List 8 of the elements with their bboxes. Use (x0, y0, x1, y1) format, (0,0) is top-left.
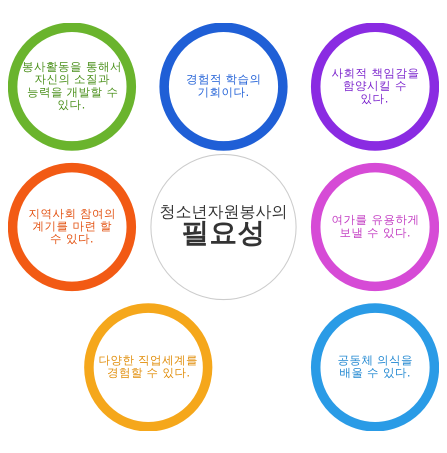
node-circle: 경험적 학습의 기회이다. (159, 22, 288, 150)
node-circle: 봉사활동을 통해서 자신의 소질과 능력을 개발할 수 있다. (8, 22, 136, 150)
node-circle: 청소년자원봉사의 필요성 (150, 153, 297, 300)
node-circle: 공동체 의식을 배울 수 있다. (310, 302, 439, 430)
node-circle: 여가를 유용하게 보낼 수 있다. (310, 162, 439, 291)
node-circle: 사회적 책임감을 함양시킬 수 있다. (310, 22, 439, 150)
node-circle: 다양한 직업세계를 경험할 수 있다. (84, 302, 212, 430)
node-circle: 지역사회 참여의 계기를 마련 할 수 있다. (8, 162, 136, 291)
